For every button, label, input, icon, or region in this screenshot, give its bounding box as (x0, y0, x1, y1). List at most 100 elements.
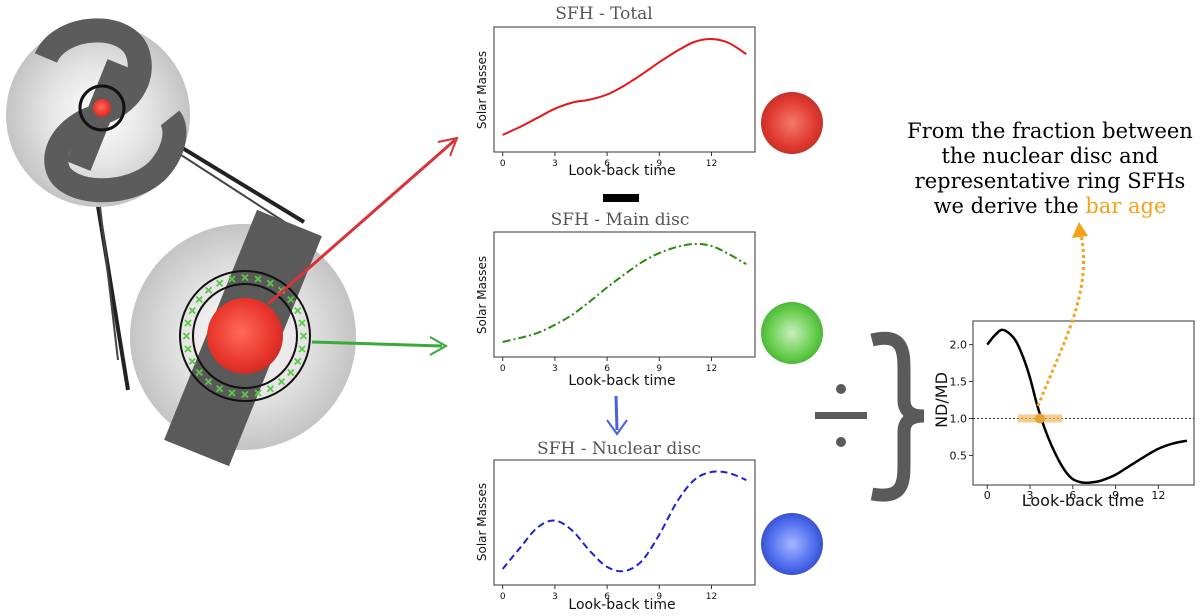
ring-cross-marker (277, 378, 286, 386)
bar-age-arrow (1036, 222, 1088, 407)
ring-cross-marker (294, 357, 302, 366)
ring-cross-marker (204, 378, 213, 386)
xtick-label: 9 (656, 364, 662, 374)
ring-cross-marker (266, 279, 275, 287)
xtick-label: 12 (706, 159, 717, 169)
panel-main-ylabel: Solar Masses (475, 256, 489, 334)
ring-crosses (182, 273, 308, 399)
xtick-label: 3 (552, 592, 558, 602)
arrow-to-total (267, 136, 459, 306)
arrow-to-main (311, 336, 449, 356)
ratio-plot-yticks: 0.5 1.0 1.5 2.0 (950, 339, 973, 462)
xtick-label: 0 (500, 592, 506, 602)
panel-nuclear-title: SFH - Nuclear disc (537, 439, 701, 459)
ring-cross-marker (294, 306, 302, 315)
ratio-curve (986, 328, 1188, 485)
ratio-ytick-label: 2.0 (950, 339, 968, 352)
ring-cross-marker (188, 306, 196, 315)
ratio-xtick-label: 9 (1112, 489, 1119, 502)
annotation-line-2: the nuclear disc and (941, 144, 1158, 168)
ring-cross-marker (299, 332, 308, 340)
panel-main-xticks: 0 3 6 9 12 (500, 357, 717, 374)
xtick-label: 9 (656, 592, 662, 602)
ring-cross-marker (182, 332, 191, 340)
panel-main-xlabel: Look-back time (568, 373, 675, 389)
ring-cross-marker (204, 286, 213, 294)
spiral-arm-lower (44, 106, 187, 203)
ring-outer (179, 270, 311, 402)
panel-total-title: SFH - Total (555, 4, 652, 24)
main-disc-color-ball (761, 302, 823, 364)
xtick-label: 0 (500, 159, 506, 169)
xtick-label: 6 (604, 364, 610, 374)
ratio-xtick-label: 12 (1151, 489, 1165, 502)
ratio-ytick-label: 1.5 (950, 376, 968, 389)
ring-inner (192, 283, 298, 389)
annotation-line-1: From the fraction between (907, 119, 1193, 143)
arrow-main-to-nuclear (606, 395, 628, 436)
ratio-ytick-label: 0.5 (950, 449, 968, 462)
panel-total-ylabel: Solar Masses (475, 51, 489, 129)
ratio-plot-xlabel: Look-back time (1022, 491, 1145, 510)
xtick-label: 3 (552, 159, 558, 169)
nuclear-disc-color-ball (761, 513, 823, 575)
ring-cross-marker (195, 295, 203, 304)
ring-cross-marker (287, 368, 295, 377)
ring-cross-marker (215, 279, 224, 287)
ring-cross-marker (195, 368, 203, 377)
annotation-line-4: we derive the bar age (934, 194, 1167, 218)
panel-main: SFH - Main disc Solar Masses Look-back t… (475, 210, 756, 389)
panel-nuclear-xlabel: Look-back time (568, 597, 675, 613)
ratio-plot-frame (972, 320, 1195, 486)
ring-cross-marker (254, 389, 262, 397)
xtick-label: 12 (706, 592, 717, 602)
panel-total-xlabel: Look-back time (568, 163, 675, 179)
ratio-xtick-label: 0 (984, 489, 991, 502)
total-sfh-curve (502, 37, 747, 136)
xtick-label: 6 (604, 159, 610, 169)
zoom-circle (78, 84, 126, 132)
bar-age-highlight-text: bar age (1085, 194, 1166, 218)
ring-cross-marker (241, 273, 249, 282)
panel-nuclear-ylabel: Solar Masses (475, 483, 489, 561)
ring-cross-marker (298, 319, 306, 327)
bar-age-marker (1035, 413, 1046, 424)
panel-nuclear-xticks: 0 3 6 9 12 (500, 585, 717, 602)
ring-cross-marker (184, 319, 192, 327)
xtick-label: 3 (552, 364, 558, 374)
annotation-text: From the fraction between the nuclear di… (907, 119, 1193, 218)
divide-sign (815, 384, 867, 447)
ring-cross-marker (287, 295, 295, 304)
annotation-line-3: representative ring SFHs (915, 169, 1186, 193)
ratio-ytick-label: 1.0 (950, 413, 968, 426)
panel-nuclear: SFH - Nuclear disc Solar Masses Look-bac… (475, 439, 756, 613)
nuclear-core-small (93, 99, 111, 117)
spiral-arm-upper (34, 18, 152, 124)
xtick-label: 6 (604, 592, 610, 602)
ring-cross-marker (215, 385, 224, 393)
panel-nuclear-frame (493, 459, 756, 586)
main-disc-sfh-curve (502, 242, 747, 343)
panel-main-frame (493, 231, 756, 358)
xtick-label: 0 (500, 364, 506, 374)
ring-cross-marker (266, 385, 275, 393)
total-color-ball (761, 92, 823, 154)
ring-cross-marker (241, 390, 249, 399)
ring-cross-marker (188, 357, 196, 366)
barred-galaxy-small (6, 18, 190, 207)
ratio-xtick-label: 6 (1069, 489, 1076, 502)
annotation-line-4-prefix: we derive the (934, 194, 1086, 218)
ring-cross-marker (228, 275, 236, 283)
xtick-label: 12 (706, 364, 717, 374)
ring-cross-marker (228, 389, 236, 397)
barred-galaxy-zoom (130, 209, 356, 467)
minus-sign (603, 194, 639, 202)
ring-cross-marker (298, 345, 306, 353)
panel-total: SFH - Total Solar Masses Look-back time … (475, 4, 756, 179)
panel-total-frame (493, 26, 756, 153)
ring-cross-marker (184, 345, 192, 353)
